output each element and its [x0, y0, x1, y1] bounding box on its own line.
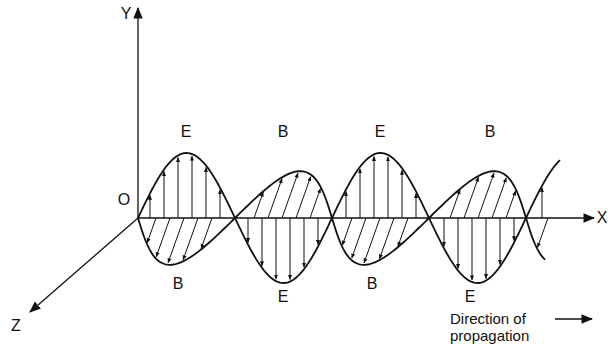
propagation-arrow	[555, 318, 592, 319]
magnetic-field-arrow	[147, 218, 156, 243]
electric-field-arrow	[444, 218, 445, 246]
electric-field-arrow	[192, 156, 193, 218]
magnetic-field-arrow	[268, 179, 282, 218]
magnetic-field-arrow	[538, 218, 548, 247]
magnetic-field-arrow	[156, 218, 170, 257]
magnetic-field-arrow	[364, 218, 380, 263]
field-curves	[138, 153, 560, 283]
field-label: B	[485, 123, 496, 141]
electric-field-arrow	[360, 169, 361, 218]
electric-field-arrow	[150, 195, 151, 218]
electric-field-arrow	[276, 218, 277, 279]
electric-field-arrow	[500, 218, 501, 264]
magnetic-field-arrow	[492, 178, 506, 218]
magnetic-field-arrow	[296, 177, 311, 218]
field-label: E	[375, 123, 386, 141]
field-label: B	[173, 275, 184, 293]
magnetic-field-arrow	[254, 192, 263, 218]
field-label: E	[465, 288, 476, 306]
axis-label: X	[597, 209, 608, 227]
magnetic-field-arrow	[506, 191, 516, 218]
electric-field-arrow	[220, 190, 221, 218]
magnetic-field-arrow	[342, 218, 352, 245]
electric-field-arrow	[458, 218, 459, 268]
origin-label: O	[118, 191, 130, 209]
magnetic-field-arrow	[352, 218, 366, 258]
magnetic-field-arrow	[464, 177, 478, 218]
electric-field-arrow	[206, 168, 207, 218]
magnetic-field-arrow	[310, 189, 320, 218]
z-axis	[30, 218, 138, 312]
electric-field-arrow	[290, 218, 291, 280]
magnetic-field-arrow	[183, 218, 198, 260]
electric-field-arrow	[374, 156, 375, 218]
propagation-note: Direction of propagation	[450, 310, 550, 344]
electric-field-arrow	[164, 172, 165, 218]
magnetic-field-arrow	[201, 218, 212, 248]
electric-field-arrow	[248, 218, 249, 243]
electric-field-arrow	[402, 170, 403, 218]
magnetic-field-arrow	[450, 190, 460, 218]
magnetic-field-arrow	[380, 218, 394, 259]
magnetic-field-arrow	[478, 173, 494, 218]
field-label: B	[278, 123, 289, 141]
electric-field-arrow	[416, 193, 417, 218]
electric-field-arrow	[388, 157, 389, 218]
electric-field-arrow	[346, 192, 347, 218]
electric-field-arrow	[542, 188, 543, 218]
magnetic-field-arrow	[398, 218, 408, 246]
electric-field-arrow	[486, 218, 487, 279]
field-label: E	[278, 288, 289, 306]
electric-field-curve	[138, 153, 560, 283]
electric-field-arrow	[262, 218, 263, 266]
axis-label: Y	[121, 5, 132, 23]
magnetic-field-arrow	[282, 173, 298, 218]
magnetic-field-curve	[138, 171, 545, 265]
electric-field-arrow	[304, 218, 305, 267]
field-label: B	[367, 275, 378, 293]
y-axis	[137, 8, 138, 218]
electric-field-arrow	[514, 218, 515, 241]
electric-field-arrow	[178, 157, 179, 218]
axis-label: Z	[11, 317, 21, 335]
magnetic-field-arrow	[168, 218, 184, 263]
electric-field-arrow	[472, 218, 473, 280]
field-label: E	[181, 123, 192, 141]
electric-field-arrow	[318, 218, 319, 244]
